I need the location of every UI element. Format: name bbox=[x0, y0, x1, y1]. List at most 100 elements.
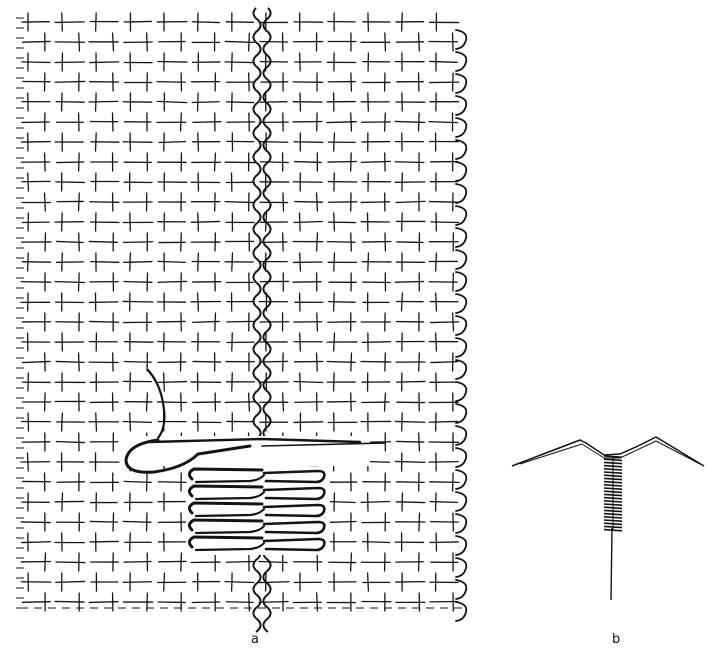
weft-thread bbox=[56, 102, 84, 103]
selvedge-loop bbox=[456, 382, 466, 401]
warp-thread bbox=[79, 233, 80, 251]
warp-thread bbox=[351, 553, 352, 571]
weft-thread bbox=[295, 402, 323, 403]
warp-thread bbox=[317, 193, 318, 211]
selvedge-loop bbox=[456, 96, 466, 115]
weft-thread bbox=[396, 201, 425, 202]
weft-thread bbox=[158, 382, 186, 383]
selvedge-loop bbox=[456, 52, 466, 71]
weft-thread bbox=[55, 282, 84, 283]
warp-thread bbox=[232, 53, 233, 71]
weft-thread bbox=[55, 22, 84, 23]
warp-thread bbox=[181, 553, 182, 571]
weft-thread bbox=[22, 62, 50, 63]
weft-thread bbox=[361, 161, 390, 162]
warp-thread bbox=[351, 113, 352, 131]
weft-thread bbox=[90, 62, 119, 63]
warp-thread bbox=[96, 413, 97, 431]
warp-thread bbox=[181, 233, 182, 251]
weft-thread bbox=[397, 381, 425, 382]
warp-thread bbox=[419, 353, 420, 371]
weft-thread bbox=[431, 322, 459, 323]
weft-thread bbox=[261, 162, 289, 163]
warp-thread bbox=[334, 333, 335, 351]
warp-thread bbox=[249, 73, 250, 91]
weft-thread bbox=[226, 102, 253, 103]
warp-thread bbox=[300, 213, 301, 231]
selvedge-loop bbox=[456, 360, 466, 379]
warp-thread bbox=[300, 253, 301, 271]
selvedge-loop bbox=[456, 558, 466, 577]
warp-thread bbox=[130, 413, 131, 431]
weft-thread bbox=[429, 421, 457, 422]
weft-thread bbox=[362, 342, 390, 343]
warp-thread bbox=[181, 113, 182, 131]
warp-thread bbox=[334, 213, 335, 231]
weft-thread bbox=[192, 22, 219, 23]
weft-thread bbox=[21, 522, 50, 523]
warp-thread bbox=[62, 213, 63, 231]
warp-thread bbox=[300, 333, 301, 351]
weft-thread bbox=[259, 582, 288, 583]
warp-thread bbox=[317, 313, 318, 331]
weft-thread bbox=[56, 441, 84, 442]
selvedge-loop bbox=[456, 74, 466, 93]
warp-thread bbox=[45, 553, 46, 571]
selvedge-loop bbox=[456, 404, 466, 423]
warp-thread bbox=[402, 13, 403, 31]
weft-thread bbox=[396, 482, 424, 483]
selvedge-loop bbox=[456, 448, 466, 467]
warp-thread bbox=[419, 33, 420, 51]
warp-thread bbox=[45, 153, 46, 171]
weft-thread bbox=[430, 542, 458, 543]
thread-tail bbox=[148, 370, 164, 438]
warp-thread bbox=[164, 373, 165, 391]
warp-thread bbox=[436, 333, 437, 351]
warp-thread bbox=[351, 73, 352, 91]
warp-thread bbox=[62, 253, 63, 271]
warp-thread bbox=[249, 33, 250, 51]
weft-thread bbox=[329, 302, 356, 303]
weft-thread bbox=[431, 222, 458, 223]
selvedge-loop bbox=[456, 316, 466, 335]
warp-thread bbox=[419, 433, 420, 451]
weft-thread bbox=[294, 422, 323, 423]
weft-thread bbox=[158, 281, 187, 282]
warp-thread bbox=[147, 33, 148, 51]
weft-thread bbox=[124, 242, 153, 243]
weft-thread bbox=[55, 81, 84, 82]
warp-thread bbox=[113, 33, 114, 51]
warp-thread bbox=[402, 293, 403, 311]
weft-thread bbox=[328, 502, 355, 503]
selvedge-loop bbox=[456, 602, 466, 621]
weft-thread bbox=[159, 142, 186, 143]
warp-thread bbox=[62, 413, 63, 431]
selvedge-loop bbox=[456, 338, 466, 357]
warp-thread bbox=[453, 33, 454, 51]
warp-thread bbox=[368, 253, 369, 271]
weft-thread bbox=[90, 321, 119, 322]
panel-b-finished-seam bbox=[512, 437, 704, 600]
weft-thread bbox=[89, 101, 118, 102]
weft-thread bbox=[21, 282, 50, 283]
selvedge-loop bbox=[456, 228, 466, 247]
warp-thread bbox=[130, 253, 131, 271]
selvedge-loop bbox=[456, 118, 466, 137]
warp-thread bbox=[334, 133, 335, 151]
warp-thread bbox=[368, 573, 369, 591]
warp-thread bbox=[79, 193, 80, 211]
warp-thread bbox=[164, 573, 165, 591]
weft-thread bbox=[430, 502, 457, 503]
weft-thread bbox=[157, 101, 186, 102]
weft-thread bbox=[158, 261, 185, 262]
warp-thread bbox=[385, 113, 386, 131]
weft-thread bbox=[295, 202, 323, 203]
weft-thread bbox=[56, 182, 85, 183]
warp-thread bbox=[317, 233, 318, 251]
weft-thread bbox=[430, 61, 457, 62]
warp-thread bbox=[351, 233, 352, 251]
weft-thread bbox=[260, 41, 288, 42]
weft-thread bbox=[91, 262, 119, 263]
selvedge-loop bbox=[456, 294, 466, 313]
